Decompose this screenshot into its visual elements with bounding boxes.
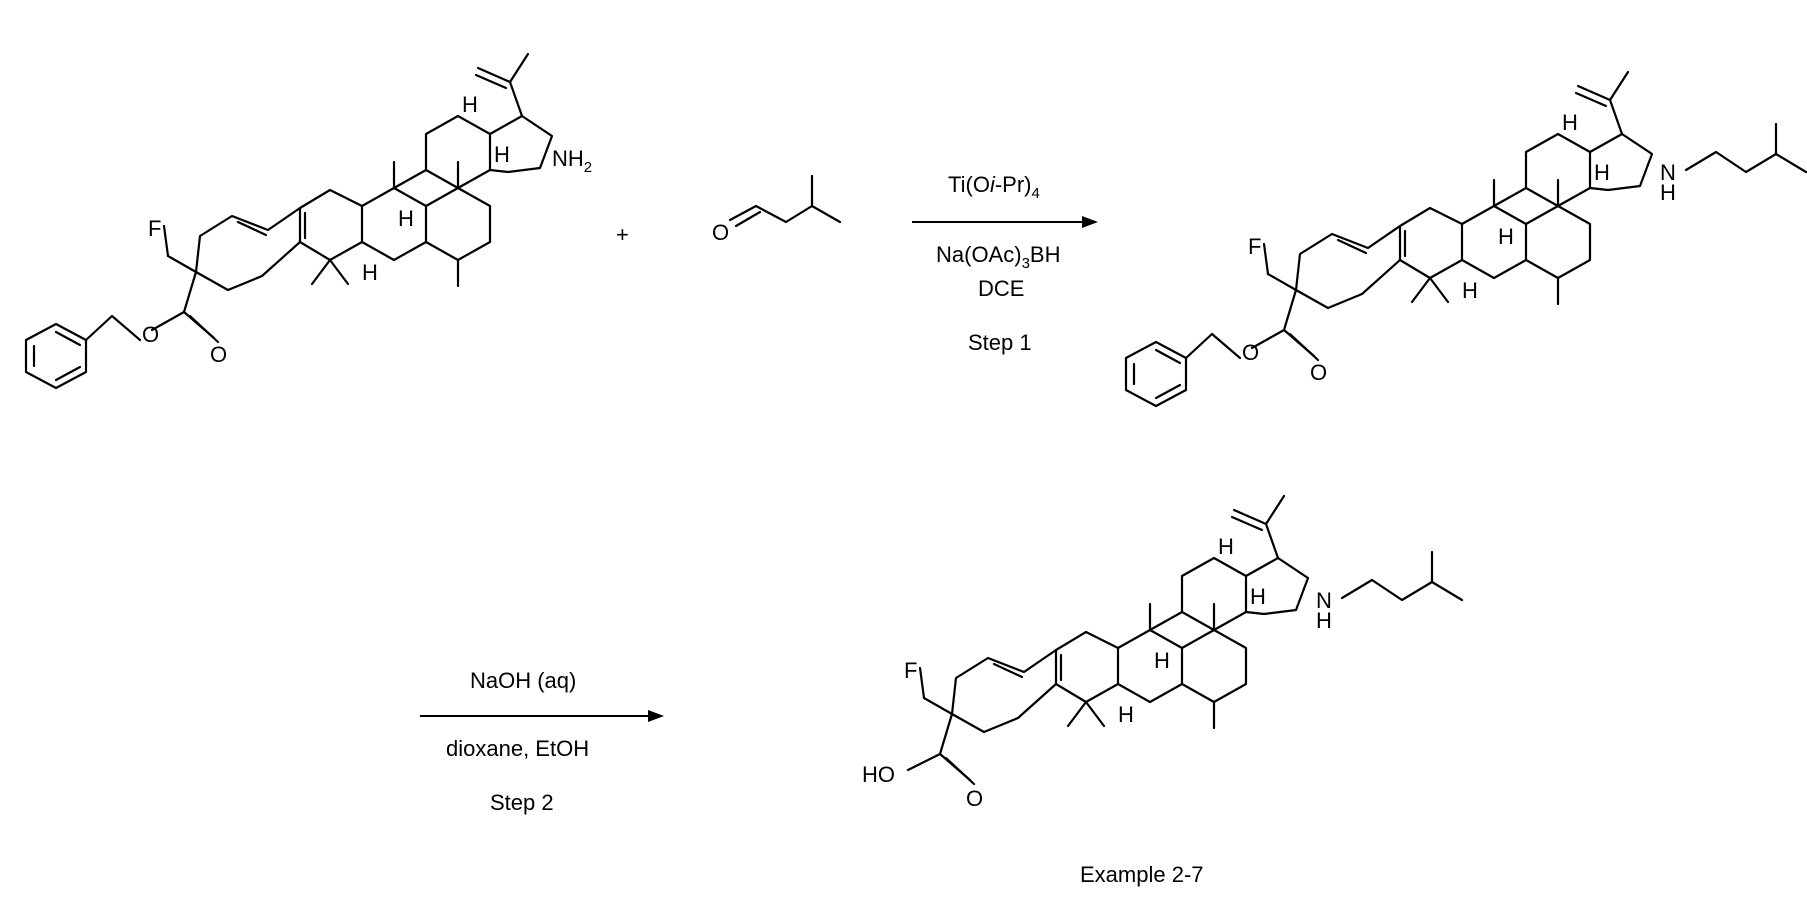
- reactant-amine: F O O H H H H NH2: [26, 54, 592, 388]
- step2-label: Step 2: [490, 790, 554, 815]
- atom-O-ester-2: O: [1242, 340, 1259, 365]
- atom-HO: HO: [862, 762, 895, 787]
- step1-solvent: DCE: [978, 276, 1024, 301]
- atom-H-3a: H: [1218, 534, 1234, 559]
- atom-NH-H-2: H: [1660, 180, 1676, 205]
- atom-O-ester-1: O: [142, 322, 159, 347]
- atom-F-2: F: [1248, 234, 1261, 259]
- atom-F-1: F: [148, 216, 161, 241]
- intermediate-amine: F O O H H H H N H: [1126, 72, 1806, 406]
- step1-reagent-2: Na(OAc)3BH: [936, 242, 1060, 272]
- atom-O-carbonyl-3: O: [966, 786, 983, 811]
- atom-H-3d: H: [1118, 702, 1134, 727]
- atom-O-carbonyl-2: O: [1310, 360, 1327, 385]
- step2-reagent: NaOH (aq): [470, 668, 576, 693]
- reactant-aldehyde: O: [712, 176, 840, 245]
- atom-H-1b: H: [494, 142, 510, 167]
- atom-O-aldehyde: O: [712, 220, 729, 245]
- product-example-2-7: F HO O H H H H N H: [862, 496, 1462, 811]
- atom-F-3: F: [904, 658, 917, 683]
- atom-H-2c: H: [1498, 224, 1514, 249]
- product-caption: Example 2-7: [1080, 862, 1204, 887]
- atom-H-2b: H: [1594, 160, 1610, 185]
- plus-sign: +: [616, 222, 629, 247]
- atom-NH-H-3: H: [1316, 608, 1332, 633]
- step1-reagent-1: Ti(Oi-Pr)4: [948, 172, 1040, 202]
- atom-NH2: NH2: [552, 146, 592, 176]
- step1-conditions: Ti(Oi-Pr)4 Na(OAc)3BH DCE Step 1: [912, 172, 1098, 355]
- atom-H-1c: H: [398, 206, 414, 231]
- atom-H-1a: H: [462, 92, 478, 117]
- atom-O-carbonyl-1: O: [210, 342, 227, 367]
- step1-label: Step 1: [968, 330, 1032, 355]
- atom-H-2d: H: [1462, 278, 1478, 303]
- atom-H-3c: H: [1154, 648, 1170, 673]
- step2-conditions: NaOH (aq) dioxane, EtOH Step 2: [420, 668, 664, 815]
- atom-H-1d: H: [362, 260, 378, 285]
- step2-solvent: dioxane, EtOH: [446, 736, 589, 761]
- atom-H-2a: H: [1562, 110, 1578, 135]
- atom-H-3b: H: [1250, 584, 1266, 609]
